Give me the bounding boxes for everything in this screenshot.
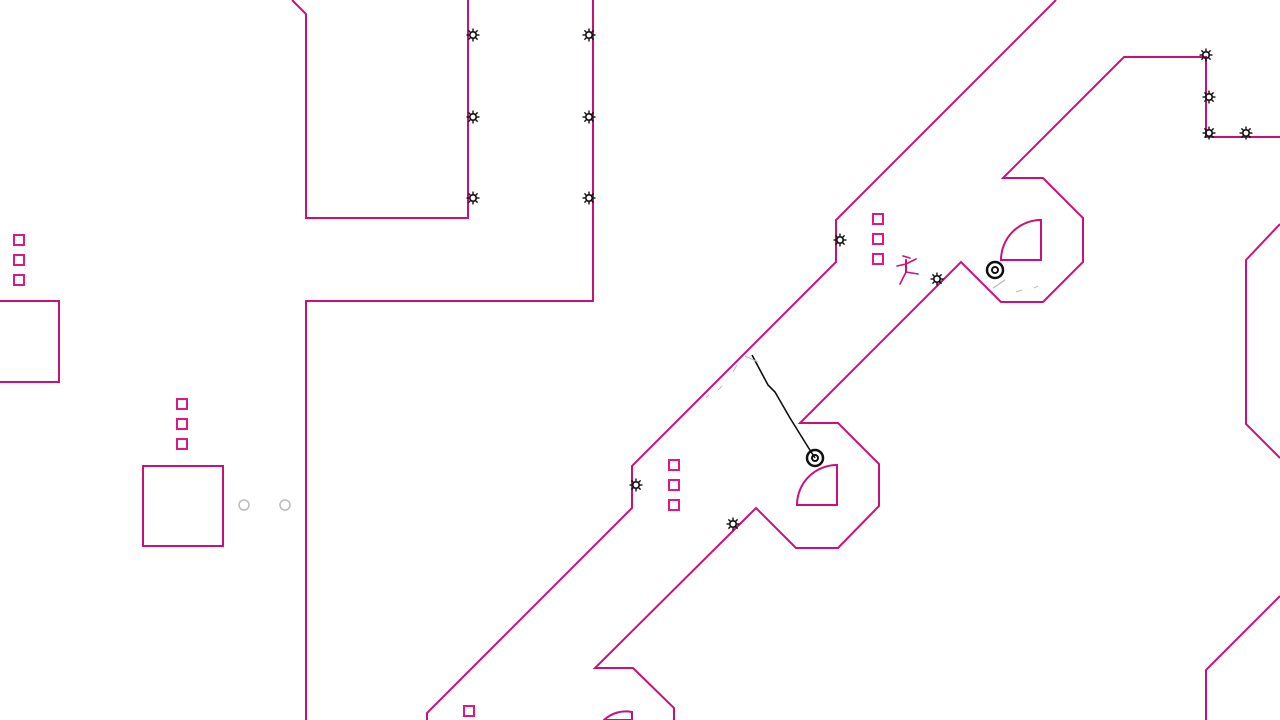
quarter-circle-turret-icon xyxy=(999,218,1042,261)
spiky-mine-icon xyxy=(726,517,740,531)
gold-square-icon xyxy=(463,705,475,717)
drones xyxy=(805,260,1005,468)
gold-square-icon xyxy=(13,274,25,286)
gold-square-icon xyxy=(176,438,188,450)
gold-pickups xyxy=(13,213,884,717)
wall-top-left-block xyxy=(291,0,469,219)
gold-square-icon xyxy=(176,418,188,430)
gold-square-icon xyxy=(13,234,25,246)
spiky-mine-icon xyxy=(1202,90,1216,104)
gold-square-icon xyxy=(668,479,680,491)
wall-diagonal-upper xyxy=(426,0,1057,720)
drone-tether-line xyxy=(751,354,816,459)
quarter-circle-turret-icon xyxy=(795,463,838,506)
spiky-mine-icon xyxy=(582,28,596,42)
wall-diagonal-lower xyxy=(592,56,1280,720)
gold-square-icon xyxy=(668,499,680,511)
spiky-mine-icon xyxy=(1202,126,1216,140)
wall-bottom-right xyxy=(1205,595,1280,720)
gold-square-icon xyxy=(668,459,680,471)
gold-square-icon xyxy=(13,254,25,266)
spiky-mine-icon xyxy=(466,110,480,124)
gold-square-icon xyxy=(872,213,884,225)
ghost-trail xyxy=(705,279,1039,399)
wall-right-octagon xyxy=(1245,223,1280,459)
ghost-dot-icon xyxy=(279,499,291,511)
spiky-mine-icon xyxy=(930,272,944,286)
ghost-markers xyxy=(238,499,291,511)
wall-left-ledge xyxy=(0,300,60,383)
gold-square-icon xyxy=(176,398,188,410)
chaser-drone-icon xyxy=(805,448,825,468)
spiky-mine-icon xyxy=(466,191,480,205)
stick-ninja-icon[interactable] xyxy=(896,255,919,285)
chaser-drone-icon xyxy=(985,260,1005,280)
wall-central-column xyxy=(305,0,594,720)
spiky-mine-icon xyxy=(466,28,480,42)
gold-square-icon xyxy=(872,233,884,245)
ghost-dot-icon xyxy=(238,499,250,511)
quarter-circle-turret-icon xyxy=(602,710,633,720)
mine-hazards xyxy=(466,28,1253,531)
spiky-mine-icon xyxy=(629,478,643,492)
spiky-mine-icon xyxy=(833,233,847,247)
spiky-mine-icon xyxy=(1199,48,1213,62)
spiky-mine-icon xyxy=(582,110,596,124)
wall-small-block xyxy=(142,465,224,547)
turret-hazards xyxy=(602,218,1042,720)
spiky-mine-icon xyxy=(582,191,596,205)
gold-square-icon xyxy=(872,253,884,265)
spiky-mine-icon xyxy=(1239,126,1253,140)
